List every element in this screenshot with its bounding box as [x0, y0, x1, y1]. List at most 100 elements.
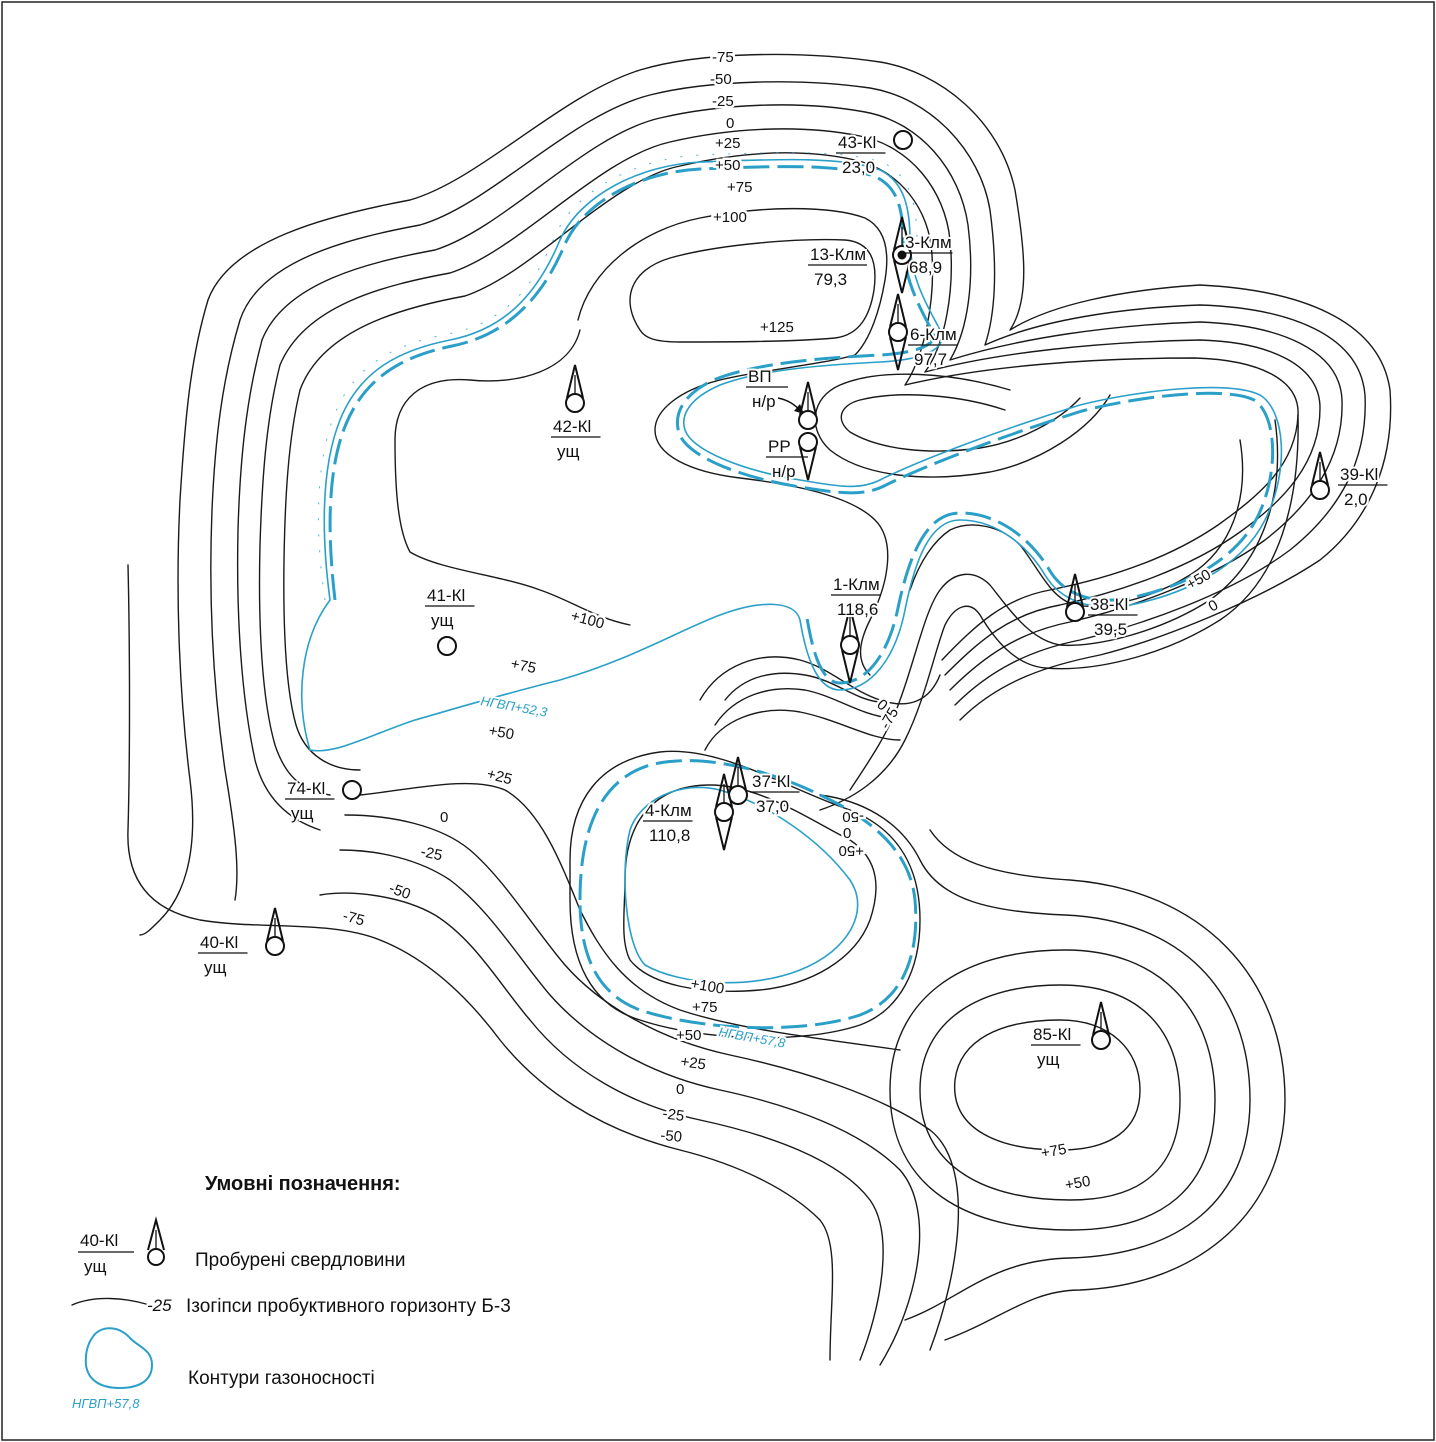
- contour-m25-east: [819, 414, 1299, 811]
- contour-0-se: [819, 794, 1251, 1321]
- contour-m25-se: [929, 829, 1286, 1341]
- well-name: 39-Кl: [1340, 465, 1378, 484]
- contour-m75-west: [139, 299, 209, 936]
- legend-well-sample-name: 40-Кl: [80, 1231, 118, 1250]
- well-name: 42-Кl: [553, 417, 591, 436]
- well-value: 118,6: [837, 600, 878, 619]
- contour-0-north: [279, 128, 1321, 676]
- gas-label-north: НГВП+52,3: [479, 693, 549, 720]
- contour-m25-north: [261, 104, 1343, 691]
- well-name: 85-Кl: [1033, 1025, 1071, 1044]
- well-circle-icon: [342, 780, 362, 800]
- contour-m50-sw: [319, 892, 884, 1361]
- contour-m25-sw: [339, 849, 921, 1366]
- well-value: ущ: [1037, 1050, 1060, 1069]
- well-value: 79,3: [814, 270, 847, 289]
- gas-labels: НГВП+52,3 НГВП+57,8: [477, 691, 789, 1053]
- contour-p50-east: [909, 439, 1244, 607]
- gas-contour-north-outer: [301, 158, 1283, 752]
- contour-label: -50: [710, 71, 732, 88]
- contour-p50-se: [919, 984, 1181, 1201]
- contour-label: +50: [839, 842, 864, 859]
- contour-p75-se: [954, 1019, 1141, 1151]
- well-circle-icon: [265, 936, 285, 956]
- contour-label: +100: [689, 975, 725, 998]
- contour-label: +100: [569, 607, 606, 632]
- well-circle-icon: [565, 393, 585, 413]
- well-w85: 85-Кl ущ: [1031, 1001, 1111, 1071]
- contour-p100-west: [394, 329, 631, 626]
- well-up-arrow-icon: [715, 773, 733, 808]
- well-name: 4-Клм: [645, 801, 692, 820]
- contour-m50-west: [210, 319, 241, 901]
- contour-m75-sw: [127, 564, 834, 1361]
- contour-label: -75: [341, 907, 366, 929]
- well-value: н/р: [772, 462, 796, 481]
- contour-0-east: [849, 419, 1279, 791]
- well-circle-icon: [888, 322, 908, 342]
- well-name: 41-Кl: [427, 586, 465, 605]
- well-value: н/р: [752, 392, 776, 411]
- well-circle-icon: [798, 432, 818, 452]
- well-down-arrow-icon: [893, 259, 911, 294]
- well-circle-icon: [893, 130, 913, 150]
- contour-hook-inner: [840, 394, 1081, 452]
- well-up-arrow-icon: [889, 293, 907, 328]
- well-name: РР: [768, 437, 791, 456]
- contour-label: +125: [760, 319, 794, 336]
- well-wvp: ВП н/р: [746, 365, 818, 430]
- contour-label: +50: [676, 1027, 701, 1044]
- contour-label: +25: [679, 1053, 707, 1073]
- contour-label: 0: [1206, 597, 1222, 616]
- well-value: 110,8: [649, 826, 690, 845]
- well-value: ущ: [291, 804, 314, 823]
- well-name: 13-Клм: [810, 245, 866, 264]
- legend-gas-sample-line: [84, 1327, 154, 1390]
- contour-m25-center: [724, 672, 881, 703]
- isohypses: [127, 53, 1392, 1366]
- well-down-arrow-icon: [715, 816, 733, 851]
- contour-label: -50: [387, 880, 413, 903]
- well-value: ущ: [204, 958, 227, 977]
- well-name: ВП: [748, 367, 772, 386]
- gas-contour-north-dashed: [328, 165, 1275, 685]
- well-up-arrow-icon: [266, 907, 284, 942]
- contour-0-center: [699, 656, 941, 705]
- well-w41: 41-Кl ущ: [425, 584, 475, 656]
- well-down-arrow-icon: [889, 336, 907, 371]
- contour-m50-center: [714, 688, 891, 726]
- well-value: 23,0: [842, 158, 875, 177]
- legend-isohypse-sample-line: [71, 1297, 147, 1306]
- well-value: 2,0: [1344, 490, 1368, 509]
- well-circle-icon: [1310, 480, 1330, 500]
- well-circle-icon: [798, 410, 818, 430]
- contour-p25-se: [889, 949, 1216, 1231]
- well-circle-icon: [1065, 602, 1085, 622]
- contour-p25-west: [283, 389, 361, 771]
- legend-wells-label: Пробурені свердловини: [195, 1250, 406, 1271]
- legend-title: Умовні позначення:: [205, 1173, 401, 1195]
- well-up-arrow-icon: [893, 216, 911, 251]
- well-circle-icon: [840, 635, 860, 655]
- well-value: 37,0: [756, 797, 789, 816]
- gas-contour-north-hatch: [317, 152, 918, 601]
- well-name: 43-Кl: [838, 133, 876, 152]
- contour-m50-north: [239, 81, 1366, 706]
- gas-contour-south-outer: [578, 759, 918, 1030]
- well-name: 38-Кl: [1090, 595, 1128, 614]
- well-value: 68,9: [909, 258, 942, 277]
- well-value: ущ: [431, 611, 454, 630]
- pointer-arrowhead-icon: [794, 404, 804, 414]
- contour-label: +25: [715, 135, 740, 152]
- legend-well-sample-value: ущ: [84, 1257, 107, 1276]
- contour-label: +75: [509, 655, 537, 677]
- contour-m75-center: [704, 709, 901, 751]
